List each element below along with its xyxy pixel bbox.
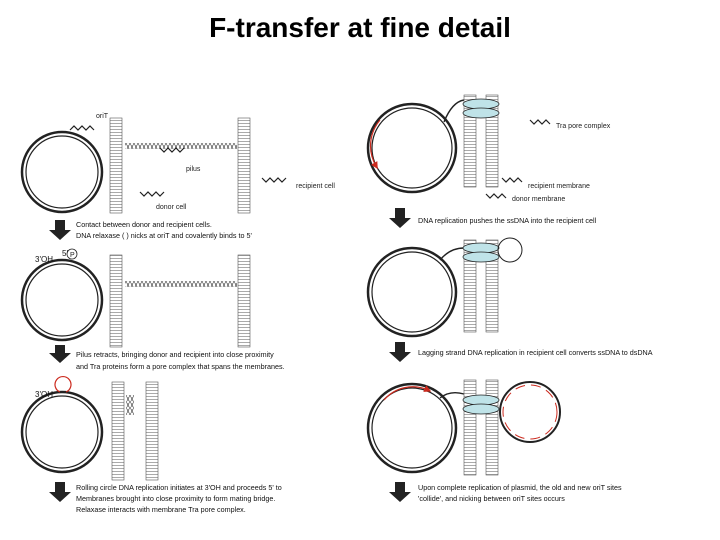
caption-2a: Pilus retracts, bringing donor and recip… — [76, 350, 274, 359]
recipient-membrane — [237, 117, 251, 214]
step-arrow-1 — [49, 220, 71, 240]
caption-1a: Contact between donor and recipient cell… — [76, 220, 212, 229]
recipient-cell-label: recipient cell — [296, 183, 335, 190]
caption-3a: Rolling circle DNA replication initiates… — [76, 483, 282, 492]
caption-4: DNA replication pushes the ssDNA into th… — [418, 216, 597, 225]
caption-3c: Relaxase interacts with membrane Tra por… — [76, 505, 246, 514]
phosphate-mark: P — [70, 252, 75, 259]
caption-6a: Upon complete replication of plasmid, th… — [418, 483, 622, 492]
panel-lagging-strand — [366, 237, 523, 338]
panel-complete-replication — [366, 379, 561, 476]
caption-6b: 'collide', and nicking between oriT site… — [418, 494, 565, 503]
donor-membrane-label: donor membrane — [512, 196, 565, 203]
step-arrow-2 — [49, 345, 71, 363]
pilus-label: pilus — [186, 166, 201, 173]
step-arrow-4 — [389, 208, 411, 228]
pilus-bar — [125, 143, 237, 149]
caption-3b: Membranes brought into close proximity t… — [76, 494, 275, 503]
tra-pore-complex — [462, 98, 500, 110]
caption-2b: and Tra proteins form a pore complex tha… — [76, 362, 285, 371]
three-oh-label-2: 3'OH — [35, 255, 53, 264]
oriT-label: oriT — [96, 113, 109, 120]
panel-nick: 3'OH 5' P — [20, 248, 251, 348]
page-title: F-transfer at fine detail — [209, 12, 511, 43]
step-arrow-6 — [389, 482, 411, 502]
panel-ssdna-transfer: Tra pore complex recipient membrane dono… — [366, 94, 611, 203]
caption-5: Lagging strand DNA replication in recipi… — [418, 348, 653, 357]
recipient-membrane-label: recipient membrane — [528, 183, 590, 190]
donor-cell-label: donor cell — [156, 204, 187, 211]
donor-membrane — [109, 117, 123, 214]
step-arrow-3 — [49, 482, 71, 502]
donor-plasmid-circle — [20, 130, 104, 214]
three-oh-label-3: 3'OH — [35, 390, 53, 399]
panel-contact: oriT pilus recipient cell donor cell — [20, 113, 335, 214]
five-prime-label-2: 5' — [62, 249, 68, 258]
tra-pore-label: Tra pore complex — [556, 123, 611, 130]
recipient-plasmid-circle — [499, 381, 561, 443]
step-arrow-5 — [389, 342, 411, 362]
panel-rolling-circle: 3'OH — [20, 376, 159, 481]
caption-1b: DNA relaxase ( ) nicks at oriT and coval… — [76, 231, 252, 240]
